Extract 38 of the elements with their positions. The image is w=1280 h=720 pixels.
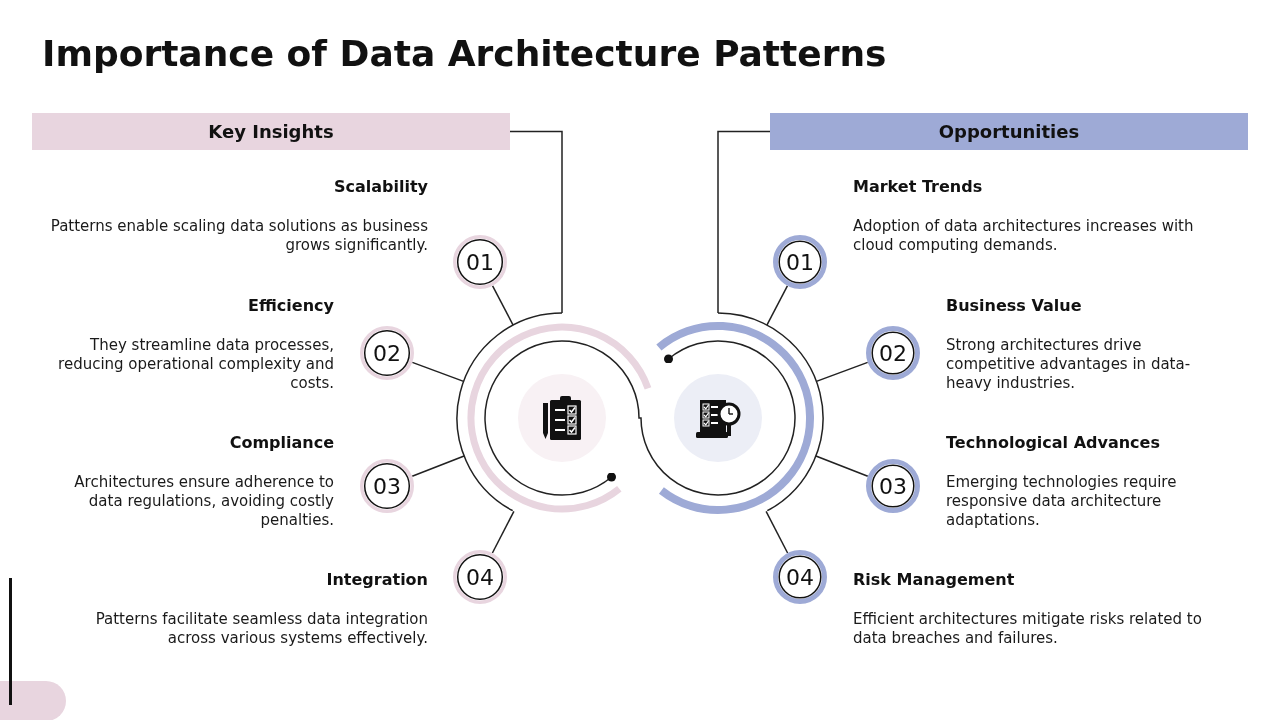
item-title: Scalability — [333, 177, 428, 197]
connector-line — [766, 285, 789, 326]
item-title: Market Trends — [853, 177, 983, 197]
item-description: Strong architectures drive competitive advantages in data-heavy industries. — [946, 336, 1192, 393]
connector-line — [411, 455, 465, 477]
number-circle: 04 — [453, 550, 507, 604]
number-circle: 03 — [866, 459, 920, 513]
number-circle: 01 — [453, 235, 507, 289]
item-title: Business Value — [946, 296, 1082, 316]
item-title: Risk Management — [853, 570, 1015, 590]
connector-line — [815, 455, 869, 477]
item-title: Compliance — [229, 433, 334, 453]
number-circle: 01 — [773, 235, 827, 289]
item-title: Efficiency — [248, 296, 334, 316]
item-description: Patterns facilitate seamless data integration across various systems effectively. — [94, 610, 428, 648]
item-description: Architectures ensure adherence to data regulations, avoiding costly penalties. — [73, 473, 334, 530]
number-circle: 03 — [360, 459, 414, 513]
connector-line — [815, 361, 869, 383]
connector-line — [509, 130, 563, 314]
connector-line — [484, 340, 796, 496]
item-description: Adoption of data architectures increases with cloud computing demands. — [853, 217, 1195, 255]
connector-line — [717, 130, 771, 314]
item-title: Integration — [326, 570, 428, 590]
number-circle: 02 — [866, 326, 920, 380]
header-bar: Key Insights — [32, 113, 510, 150]
connector-line — [491, 510, 515, 554]
slide-title: Importance of Data Architecture Patterns — [42, 32, 887, 76]
item-description: Patterns enable scaling data solutions as business grows significantly. — [49, 217, 428, 255]
item-title: Technological Advances — [946, 433, 1160, 453]
item-description: They streamline data processes, reducing operational complexity and costs. — [57, 336, 334, 393]
number-circle: 04 — [773, 550, 827, 604]
item-description: Emerging technologies require responsive data architecture adaptations. — [946, 473, 1178, 530]
connector-line — [765, 510, 789, 554]
item-description: Efficient architectures mitigate risks related to data breaches and failures. — [853, 610, 1203, 648]
number-circle: 02 — [360, 326, 414, 380]
header-bar: Opportunities — [770, 113, 1248, 150]
connector-line — [411, 361, 465, 383]
connector-line — [491, 285, 514, 326]
